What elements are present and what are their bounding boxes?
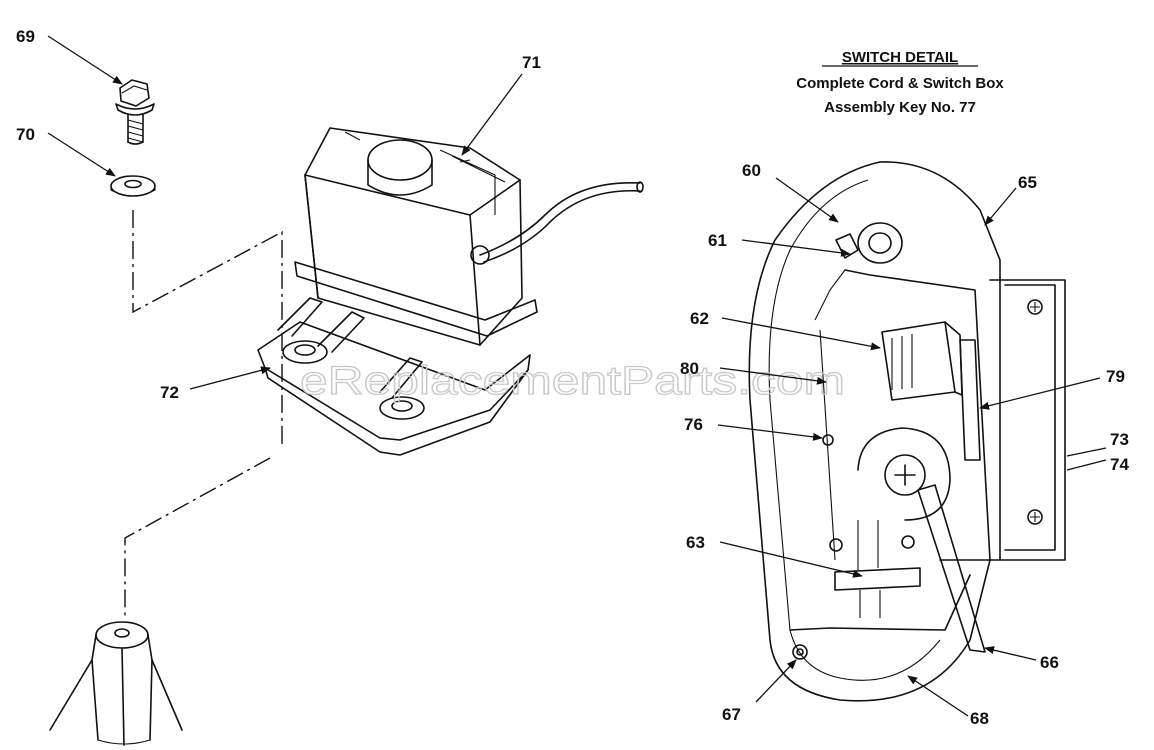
leader-60 (775, 177, 839, 223)
leader-61 (741, 239, 851, 257)
leader-67 (755, 659, 797, 703)
watermark-text: eReplacementParts.com (300, 359, 845, 403)
centerline-lower (124, 457, 271, 620)
part-label-62: 62 (690, 309, 709, 328)
switch-box-part (748, 161, 1066, 702)
base-post-part (49, 621, 183, 746)
part-label-68: 68 (970, 709, 989, 728)
leader-lines (47, 35, 1107, 717)
leader-66 (984, 646, 1037, 661)
part-label-60: 60 (742, 161, 761, 180)
centerline-upper (132, 210, 283, 446)
leader-73 (1066, 447, 1107, 457)
leader-71 (461, 73, 523, 156)
motor-housing-part (257, 127, 644, 456)
leader-79 (979, 377, 1101, 410)
leader-65 (984, 187, 1017, 226)
switch-detail-title: SWITCH DETAIL (842, 49, 958, 66)
part-label-72: 72 (160, 383, 179, 402)
part-label-69: 69 (16, 27, 35, 46)
part-label-73: 73 (1110, 430, 1129, 449)
part-label-66: 66 (1040, 653, 1059, 672)
leader-74 (1066, 459, 1107, 471)
leader-80 (719, 367, 827, 385)
part-label-76: 76 (684, 415, 703, 434)
switch-detail-line1: Complete Cord & Switch Box (796, 75, 1004, 92)
washer-part (110, 175, 156, 197)
bolt-part (115, 79, 155, 145)
leader-62 (721, 317, 881, 351)
part-label-63: 63 (686, 533, 705, 552)
part-label-65: 65 (1018, 173, 1037, 192)
leader-69 (47, 35, 123, 85)
switch-detail-line2: Assembly Key No. 77 (824, 99, 976, 116)
leader-63 (719, 541, 863, 578)
part-label-61: 61 (708, 231, 727, 250)
leader-68 (907, 675, 969, 717)
part-label-67: 67 (722, 705, 741, 724)
part-label-79: 79 (1106, 367, 1125, 386)
leader-72 (189, 366, 271, 390)
part-label-80: 80 (680, 359, 699, 378)
leader-70 (47, 132, 116, 177)
part-label-70: 70 (16, 125, 35, 144)
part-label-71: 71 (522, 53, 541, 72)
part-label-74: 74 (1110, 455, 1129, 474)
leader-76 (717, 424, 823, 441)
